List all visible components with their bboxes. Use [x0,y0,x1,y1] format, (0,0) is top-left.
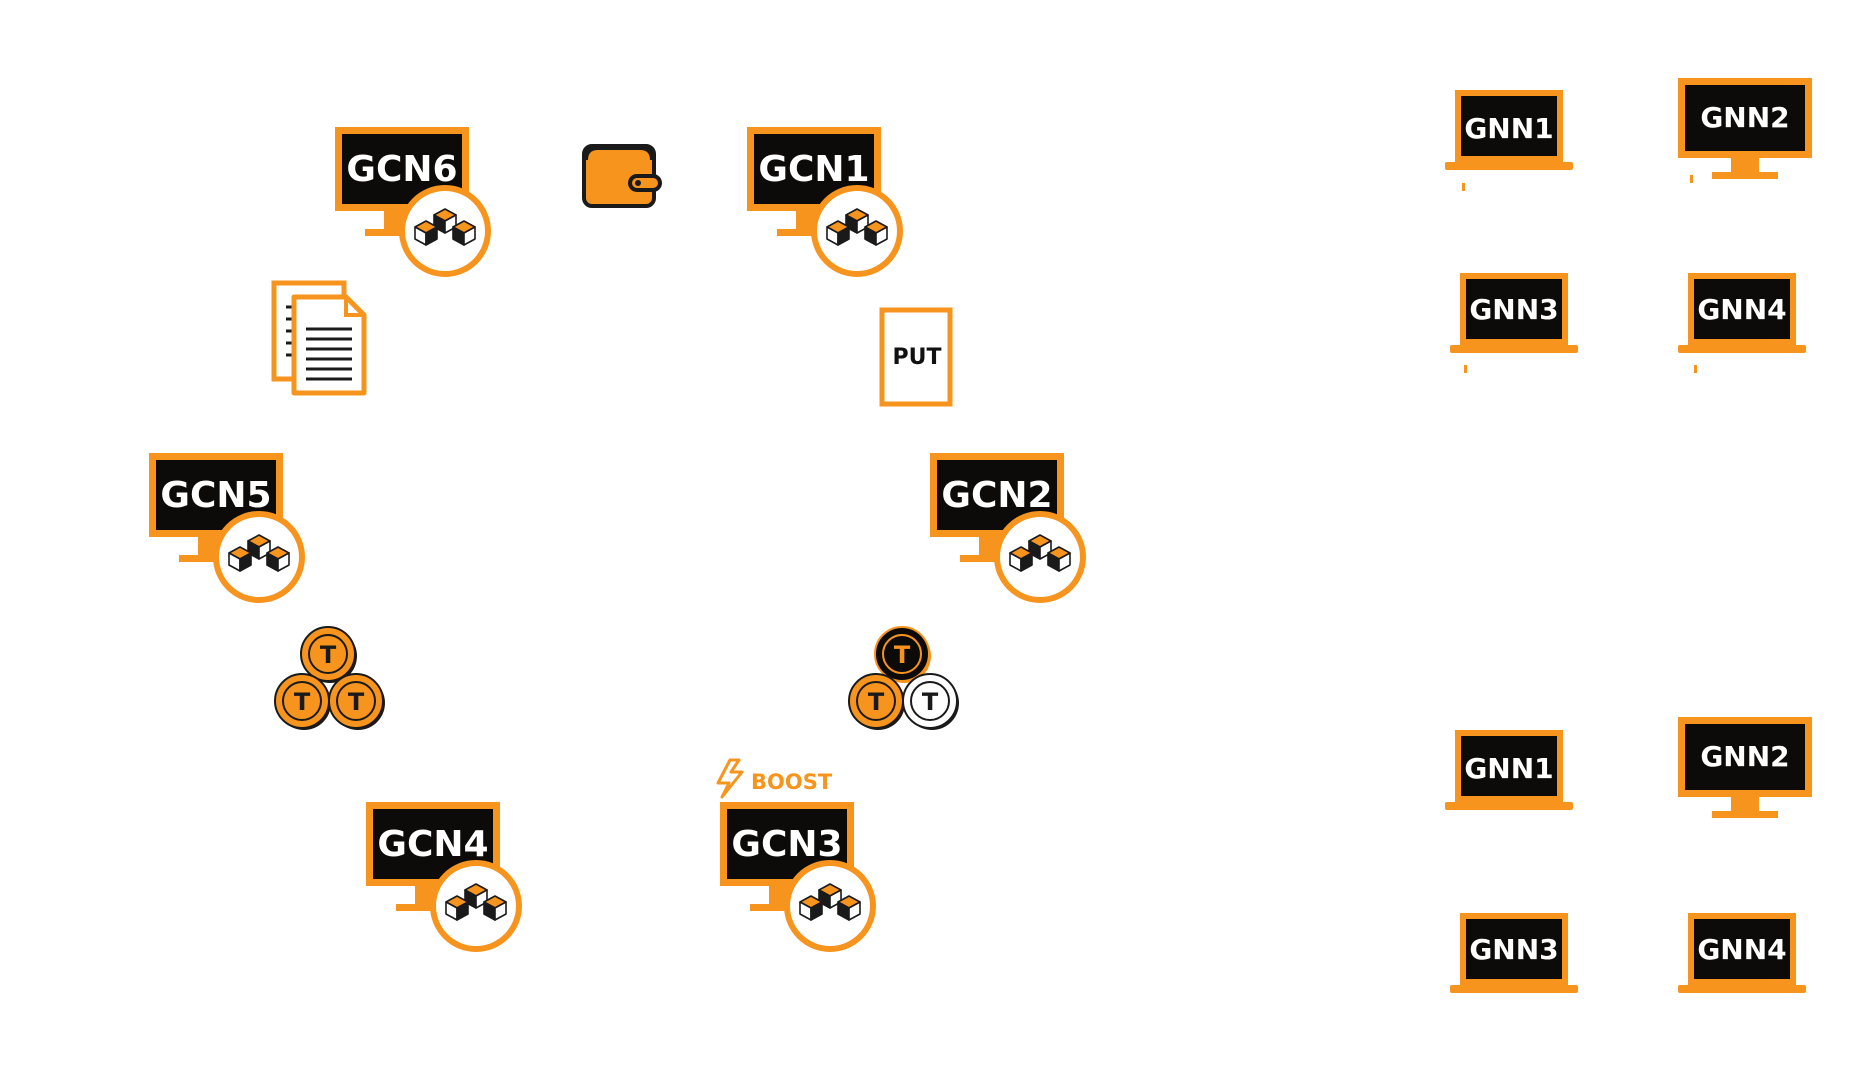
blocks-icon [402,188,488,274]
gcn-node-gcn6: GCN6 [335,127,488,274]
gnn-label: GNN2 [1700,740,1789,773]
gnn-label: GNN4 [1697,293,1786,326]
coin-letter: T [922,688,939,716]
coin-letter: T [894,641,911,669]
status-dot [1690,175,1693,183]
gcn-label: GCN1 [758,149,869,190]
wallet-icon [582,144,662,208]
gnn-label: GNN4 [1697,933,1786,966]
gnn-node-gnn1: GNN1 [1445,730,1573,810]
put-label: PUT [893,345,942,370]
coin-letter: T [320,641,337,669]
gnn-group-bottom: GNN1 GNN2 GNN3 GNN4 [1445,717,1812,993]
gcn-label: GCN2 [941,475,1052,516]
gnn-node-gnn4: GNN4 [1678,273,1806,373]
coin-letter: T [868,688,885,716]
coin-letter: T [294,688,311,716]
gnn-label: GNN3 [1469,293,1558,326]
status-dot [1462,183,1465,191]
gnn-node-gnn2: GNN2 [1678,78,1812,183]
gcn-label: GCN5 [160,475,271,516]
gnn-node-gnn3: GNN3 [1450,273,1578,373]
blocks-icon [216,514,302,600]
gcn-node-gcn2: GCN2 [930,453,1083,600]
gcn-label: GCN3 [731,824,842,865]
gcn-label: GCN4 [377,824,488,865]
blocks-icon [997,514,1083,600]
coin-stack-icon: T T T [848,626,960,731]
blocks-icon [433,863,519,949]
gnn-node-gnn1: GNN1 [1445,90,1573,191]
boost-indicator: BOOST [716,758,833,799]
gcn-node-gcn3: GCN3 [720,802,873,949]
gnn-group-top: GNN1 GNN2 GNN3 GNN4 [1445,78,1812,373]
gnn-label: GNN1 [1464,752,1553,785]
blocks-icon [814,188,900,274]
status-dot [1464,365,1467,373]
blocks-icon [787,863,873,949]
gnn-node-gnn4: GNN4 [1678,913,1806,993]
lightning-icon [716,758,744,799]
gcn-node-gcn4: GCN4 [366,802,519,949]
gnn-label: GNN2 [1700,101,1789,134]
coin-stack-icon: T T T [274,626,386,731]
coin-letter: T [348,688,365,716]
documents-icon [271,280,367,396]
gnn-node-gnn2: GNN2 [1678,717,1812,818]
status-dot [1694,365,1697,373]
gcn-node-gcn5: GCN5 [149,453,302,600]
gnn-label: GNN3 [1469,933,1558,966]
boost-label: BOOST [751,770,833,794]
gcn-node-gcn1: GCN1 [747,127,900,274]
gnn-label: GNN1 [1464,112,1553,145]
gcn-label: GCN6 [346,149,457,190]
gnn-node-gnn3: GNN3 [1450,913,1578,993]
put-card: PUT [879,307,953,407]
